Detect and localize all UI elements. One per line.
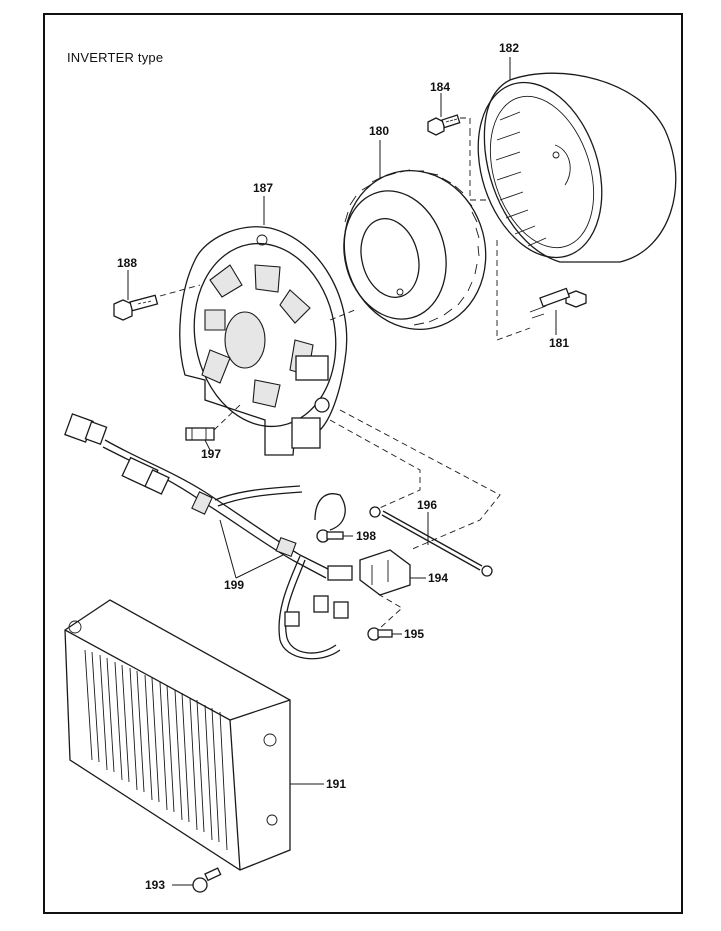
diagram-title: INVERTER type bbox=[67, 50, 164, 65]
callout-199: 199 bbox=[224, 578, 245, 592]
callout-187: 187 bbox=[253, 181, 274, 195]
callout-196: 196 bbox=[417, 498, 438, 512]
clip-197 bbox=[185, 404, 241, 441]
end-bracket-187 bbox=[179, 226, 348, 456]
callout-184: 184 bbox=[430, 80, 451, 94]
callout-198: 198 bbox=[356, 529, 377, 543]
diagram-frame bbox=[43, 13, 683, 914]
dash-rotor-stator bbox=[469, 130, 490, 201]
callout-180: 180 bbox=[369, 124, 390, 138]
dash-bracket-196 bbox=[329, 419, 421, 511]
leader-199 bbox=[219, 519, 284, 579]
leader-197 bbox=[204, 439, 211, 451]
screw-198 bbox=[316, 529, 344, 543]
bolt-184 bbox=[427, 114, 461, 136]
callout-197: 197 bbox=[201, 447, 222, 461]
earth-cable-196 bbox=[369, 506, 493, 577]
screw-195 bbox=[367, 627, 393, 641]
connector-holder-194 bbox=[359, 549, 411, 596]
dash-188 bbox=[159, 284, 201, 297]
wiring-harness-199 bbox=[64, 413, 353, 660]
callout-193: 193 bbox=[145, 878, 166, 892]
callout-195: 195 bbox=[404, 627, 425, 641]
dash-bracket-194 bbox=[339, 409, 501, 551]
bolt-181 bbox=[529, 287, 587, 319]
inverter-unit-191 bbox=[64, 599, 291, 871]
callout-194: 194 bbox=[428, 571, 449, 585]
callout-191: 191 bbox=[326, 777, 347, 791]
dash-184 bbox=[460, 117, 471, 130]
bolt-193 bbox=[192, 867, 222, 893]
dash-187-stator bbox=[329, 309, 356, 321]
rotor-cup-182 bbox=[477, 72, 677, 263]
callout-181: 181 bbox=[549, 336, 570, 350]
callout-188: 188 bbox=[117, 256, 138, 270]
dash-194-195 bbox=[377, 593, 403, 629]
stator-180 bbox=[343, 169, 487, 331]
bolt-188 bbox=[113, 294, 159, 321]
dash-181 bbox=[496, 240, 531, 341]
callout-182: 182 bbox=[499, 41, 520, 55]
